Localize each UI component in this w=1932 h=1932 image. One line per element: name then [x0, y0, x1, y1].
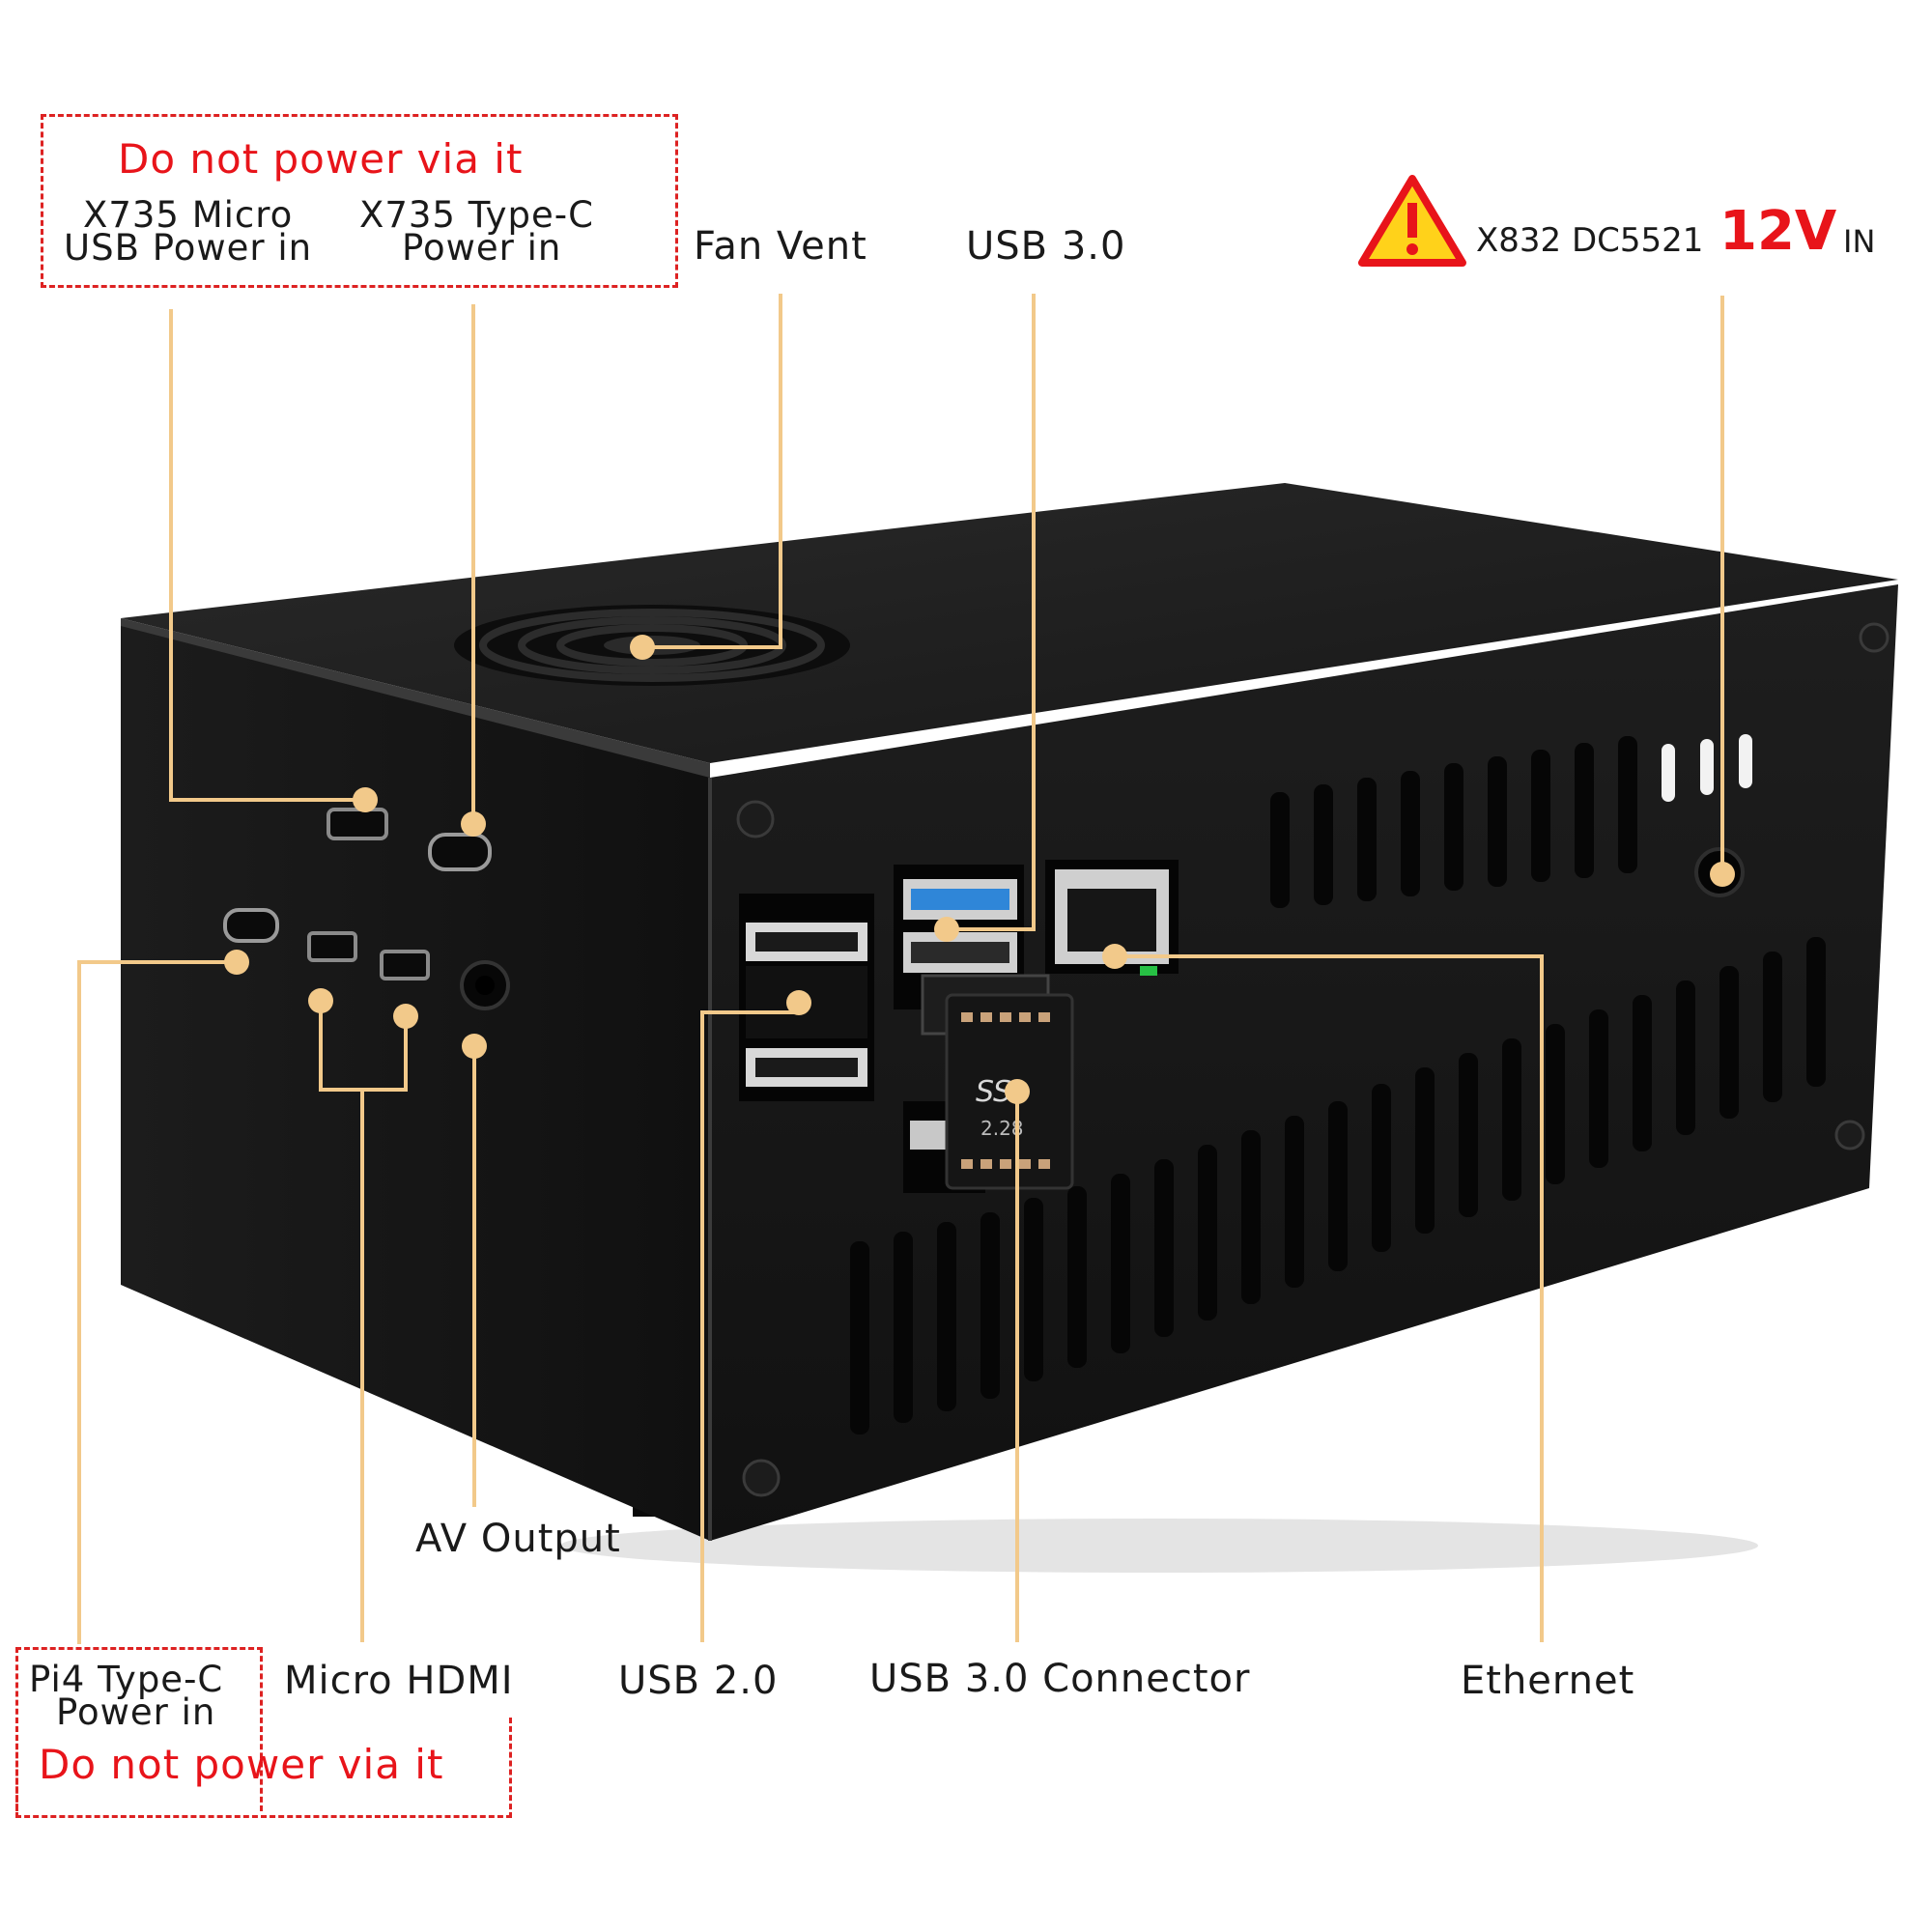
case-end-face — [121, 626, 710, 1541]
av-output-label: AV Output — [415, 1517, 621, 1561]
micro-hdmi-label: Micro HDMI — [284, 1659, 514, 1703]
fan-vent-label: Fan Vent — [694, 224, 867, 269]
bottom-warning-text: Do not power via it — [39, 1741, 444, 1788]
top-warning-text: Do not power via it — [118, 135, 524, 183]
x832-voltage: 12V — [1719, 200, 1837, 263]
warning-icon — [1358, 175, 1466, 267]
case-shadow — [560, 1519, 1758, 1573]
screw — [1834, 1120, 1865, 1151]
x735-micro-label-line1: X735 Micro — [83, 194, 294, 236]
usb30-connector-adapter: SS 2.28 — [921, 974, 1074, 1190]
x735-micro-usb-port — [327, 808, 388, 840]
usb30-port-stack — [894, 865, 1024, 1193]
case-top — [121, 483, 1898, 763]
pi4-typec-label-line2: Power in — [56, 1691, 216, 1733]
side-vent-highlights — [1662, 734, 1752, 802]
usb30-top-label: USB 3.0 — [966, 224, 1126, 269]
x735-typec-label-line1: X735 Type-C — [359, 194, 594, 236]
x832-label-suffix: IN — [1843, 223, 1876, 260]
screw — [1859, 622, 1889, 653]
micro-hdmi-port-1 — [307, 931, 357, 962]
x735-typec-port — [428, 833, 492, 871]
ethernet-label: Ethernet — [1461, 1659, 1635, 1703]
usb30-connector-label: USB 3.0 Connector — [869, 1657, 1251, 1701]
screw — [742, 1459, 781, 1497]
top-warning-box — [41, 114, 678, 288]
pi4-typec-label-line1: Pi4 Type-C — [29, 1659, 224, 1700]
case-long-face — [710, 584, 1898, 1541]
x735-micro-label-line2: USB Power in — [64, 227, 313, 269]
screw — [736, 800, 775, 838]
pi4-typec-port — [223, 908, 279, 943]
leader-dots — [224, 635, 1735, 1104]
usb20-port-stack — [739, 894, 874, 1101]
micro-hdmi-port-2 — [380, 950, 430, 980]
side-vent-slots — [850, 736, 1826, 1435]
bottom-warning-box — [15, 1718, 512, 1818]
x735-typec-label-line2: Power in — [402, 227, 562, 269]
usb20-label: USB 2.0 — [618, 1659, 779, 1703]
x832-label-prefix: X832 DC5521 — [1476, 221, 1704, 260]
av-output-jack — [460, 960, 510, 1010]
